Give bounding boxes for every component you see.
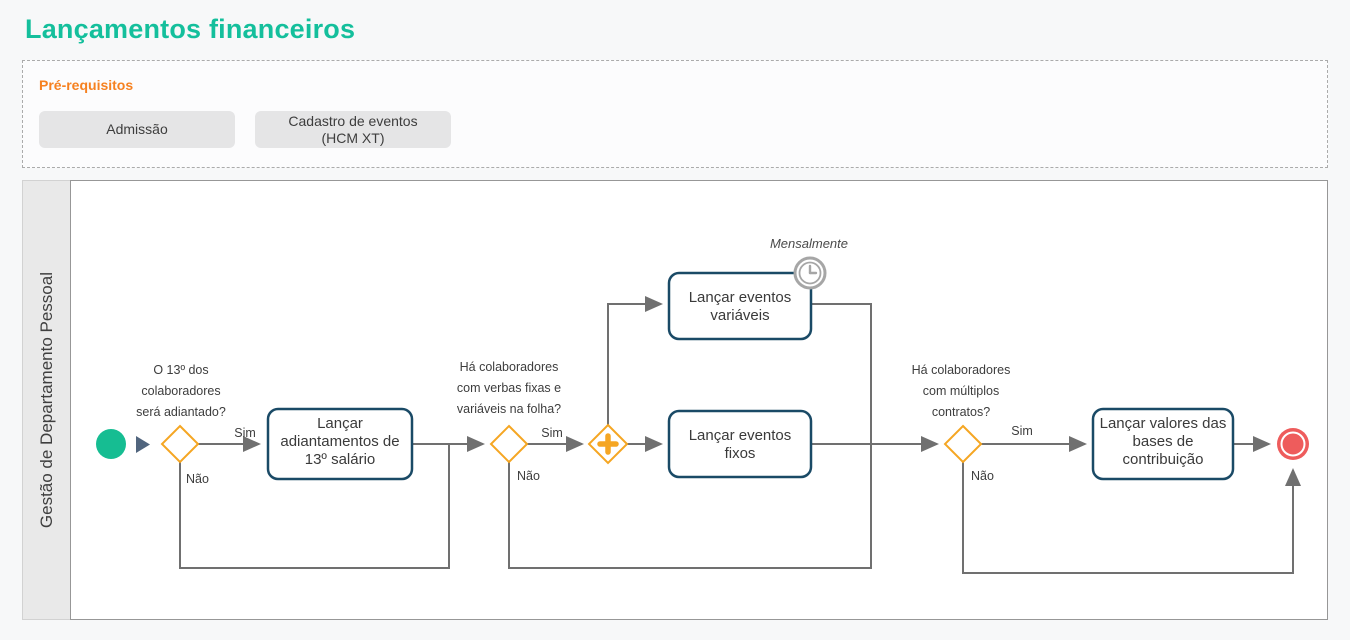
timer-icon <box>793 256 827 290</box>
gateway-2-no-label: Não <box>517 469 540 483</box>
flow-parallel-variaveis <box>607 296 663 425</box>
task-eventos-fixos-box[interactable] <box>667 409 813 479</box>
gateway-3-yes-label: Sim <box>1011 424 1033 438</box>
flow-gateway2-nao-loop <box>508 445 872 569</box>
gateway-1-question-line2: colaboradores <box>141 384 220 398</box>
task-eventos-variaveis-line1: Lançar eventos <box>689 289 792 306</box>
start-event-icon <box>96 429 126 459</box>
play-icon <box>136 436 150 453</box>
task-eventos-variaveis-box[interactable] <box>667 271 813 341</box>
task-eventos-variaveis-line2: variáveis <box>710 307 769 324</box>
gateway-1-yes-label: Sim <box>234 426 256 440</box>
parallel-plus-icon <box>597 433 619 455</box>
gateway-1-question-line1: O 13º dos <box>153 363 208 377</box>
prerequisites-button-row: Admissão Cadastro de eventos (HCM XT) <box>39 111 451 148</box>
task-bases-contribuicao-box[interactable] <box>1091 407 1235 481</box>
end-event-icon <box>1277 428 1309 460</box>
gateway-1-no-label: Não <box>186 472 209 486</box>
gateway-2-question-line2: com verbas fixas e <box>457 381 561 395</box>
prereq-button-admissao[interactable]: Admissão <box>39 111 235 148</box>
task-bases-contribuicao-line3: contribuição <box>1123 451 1204 468</box>
lane-label: Gestão de Departamento Pessoal <box>36 271 56 529</box>
prereq-button-cadastro-line2: (HCM XT) <box>321 129 385 146</box>
task-eventos-fixos-line1: Lançar eventos <box>689 427 792 444</box>
task-eventos-fixos-line2: fixos <box>725 445 756 462</box>
flow-gateway3-nao-loop <box>962 462 1301 574</box>
page-title: Lançamentos financeiros <box>25 14 356 44</box>
gateway-2-yes-label: Sim <box>541 426 563 440</box>
timer-label: Mensalmente <box>770 236 848 251</box>
gateway-1-question-line3: será adiantado? <box>136 405 226 419</box>
prerequisites-label: Pré-requisitos <box>39 77 134 93</box>
gateway-2-question-line3: variáveis na folha? <box>457 402 561 416</box>
task-bases-contribuicao-line2: bases de <box>1133 433 1194 450</box>
flow-gateway1-nao-loop <box>179 445 450 569</box>
gateway-3-question-line1: Há colaboradores <box>912 363 1011 377</box>
gateway-3-question-line2: com múltiplos <box>923 384 999 398</box>
task-adiantamentos-line1: Lançar <box>317 415 363 432</box>
prereq-button-cadastro-line1: Cadastro de eventos <box>288 112 418 129</box>
gateway-3-no-label: Não <box>971 469 994 483</box>
process-diagram: Gestão de Departamento Pessoal <box>22 180 1328 620</box>
gateway-1-diamond <box>160 424 200 464</box>
gateway-2-question-line1: Há colaboradores <box>460 360 559 374</box>
gateway-3-diamond <box>943 424 983 464</box>
gateway-3-question-line3: contratos? <box>932 405 990 419</box>
flow-variaveis-merge <box>811 303 872 444</box>
prereq-button-admissao-label: Admissão <box>106 121 168 137</box>
lane-header: Gestão de Departamento Pessoal <box>22 180 70 620</box>
task-bases-contribuicao-line1: Lançar valores das <box>1100 415 1227 432</box>
prereq-button-cadastro-eventos[interactable]: Cadastro de eventos (HCM XT) <box>255 111 451 148</box>
task-adiantamentos-line3: 13º salário <box>305 451 376 468</box>
bpmn-svg: O 13º dos colaboradores será adiantado? … <box>96 236 1309 574</box>
prerequisites-panel: Pré-requisitos Admissão Cadastro de even… <box>22 60 1328 168</box>
diagram-canvas: O 13º dos colaboradores será adiantado? … <box>70 180 1328 620</box>
task-adiantamentos-line2: adiantamentos de <box>280 433 399 450</box>
task-adiantamentos-box[interactable] <box>266 407 414 481</box>
gateway-2-diamond <box>489 424 529 464</box>
